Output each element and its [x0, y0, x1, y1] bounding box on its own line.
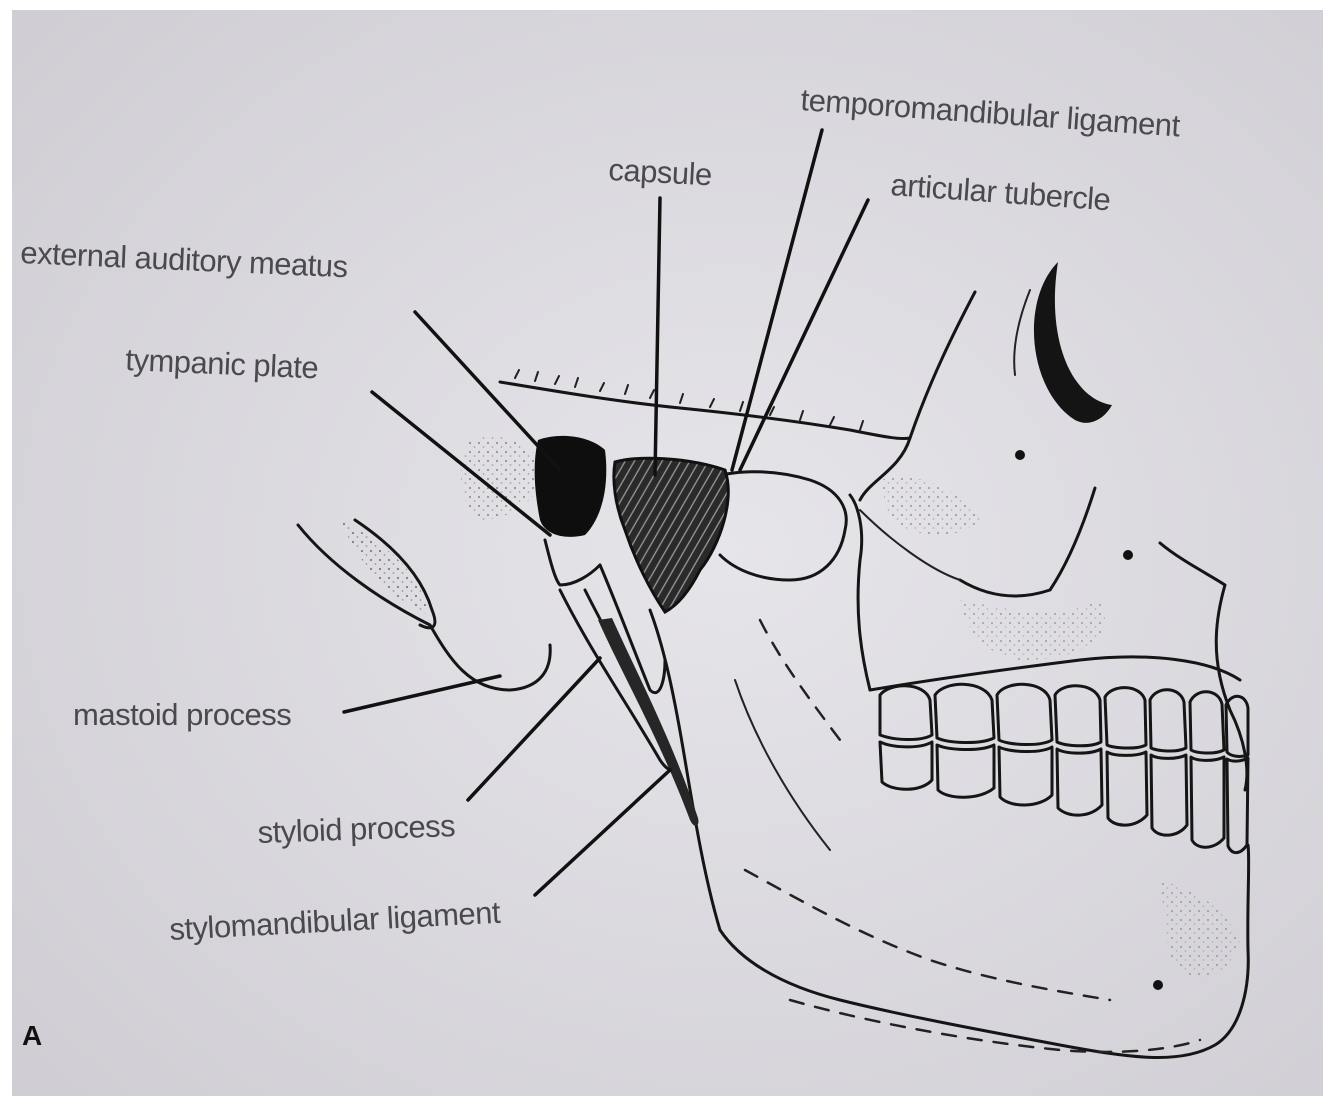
infraorbital-foramen	[1123, 550, 1133, 560]
label-capsule: capsule	[608, 152, 713, 192]
mental-foramen	[1153, 980, 1163, 990]
left-page-edge	[0, 0, 12, 1108]
label-styloid-process: styloid process	[257, 808, 456, 850]
top-page-edge	[0, 0, 1323, 10]
label-mastoid-process: mastoid process	[73, 697, 291, 732]
panel-letter: A	[22, 1020, 42, 1051]
zygomatic-foramen	[1015, 450, 1025, 460]
